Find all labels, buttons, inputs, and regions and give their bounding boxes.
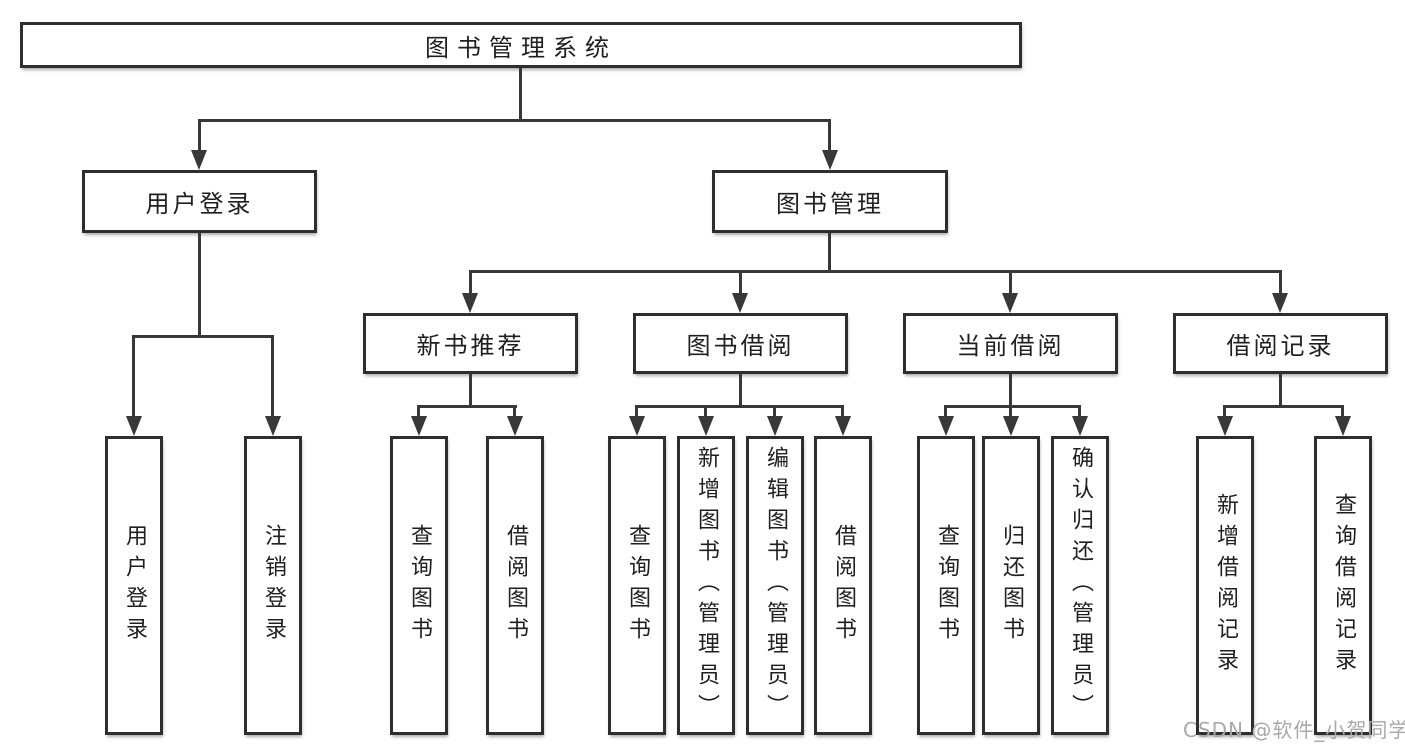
leaf-label: 归还图书 (999, 523, 1024, 648)
leaf-label: 查询图书 (407, 523, 432, 648)
arrow-down-icon (1003, 416, 1019, 436)
connector-line (469, 374, 472, 407)
arrow-down-icon (265, 416, 281, 436)
leaf-confirm-return-admin: 确认归还（管理员） (1051, 436, 1109, 735)
arrow-down-icon (629, 416, 645, 436)
leaf-label: 确认归还（管理员） (1068, 446, 1093, 725)
node-book-management: 图书管理 (712, 170, 948, 233)
connector-line (198, 119, 831, 122)
node-book-borrow: 图书借阅 (633, 313, 848, 374)
connector-line (704, 405, 707, 416)
leaf-query-books-recommend: 查询图书 (390, 436, 448, 735)
connector-line (739, 270, 742, 293)
leaf-query-books-borrow: 查询图书 (608, 436, 666, 735)
leaf-add-borrow-record: 新增借阅记录 (1196, 436, 1254, 735)
connector-line (944, 405, 947, 416)
connector-line (198, 233, 201, 337)
connector-line (944, 405, 1081, 408)
arrow-down-icon (411, 416, 427, 436)
leaf-borrow-books-recommend: 借阅图书 (486, 436, 544, 735)
node-current-borrow: 当前借阅 (903, 313, 1118, 374)
leaf-logout: 注销登录 (244, 436, 302, 735)
node-borrow-records: 借阅记录 (1173, 313, 1388, 374)
arrow-down-icon (732, 293, 748, 313)
node-new-book-recommend: 新书推荐 (363, 313, 578, 374)
leaf-query-borrow-record: 查询借阅记录 (1314, 436, 1372, 735)
leaf-label: 查询借阅记录 (1331, 492, 1356, 679)
arrow-down-icon (462, 293, 478, 313)
arrow-down-icon (1002, 293, 1018, 313)
connector-line (1009, 270, 1012, 293)
connector-line (841, 405, 844, 416)
connector-line (132, 335, 274, 338)
arrow-down-icon (835, 416, 851, 436)
leaf-borrow-books: 借阅图书 (814, 436, 872, 735)
leaf-edit-books-admin: 编辑图书（管理员） (746, 436, 804, 735)
arrow-down-icon (698, 416, 714, 436)
connector-line (739, 374, 742, 407)
connector-line (635, 405, 844, 408)
connector-line (1341, 405, 1344, 416)
connector-line (417, 405, 517, 408)
arrow-down-icon (126, 416, 142, 436)
connector-line (1279, 270, 1282, 293)
leaf-label: 查询图书 (625, 523, 650, 648)
connector-line (513, 405, 516, 416)
connector-line (1078, 405, 1081, 416)
arrow-down-icon (507, 416, 523, 436)
leaf-user-login: 用户登录 (105, 436, 163, 735)
node-user-login: 用户登录 (82, 170, 317, 233)
arrow-down-icon (1072, 416, 1088, 436)
leaf-label: 借阅图书 (831, 523, 856, 648)
connector-line (1009, 374, 1012, 407)
connector-line (1223, 405, 1344, 408)
leaf-return-books: 归还图书 (982, 436, 1040, 735)
leaf-label: 编辑图书（管理员） (763, 446, 788, 725)
connector-line (1009, 405, 1012, 416)
csdn-watermark: CSDN @软件_小贺同学 (1183, 718, 1405, 742)
connector-line (519, 68, 522, 120)
node-root: 图书管理系统 (20, 22, 1022, 68)
leaf-label: 注销登录 (261, 523, 286, 648)
leaf-label: 新增图书（管理员） (694, 446, 719, 725)
connector-line (1223, 405, 1226, 416)
arrow-down-icon (1217, 416, 1233, 436)
connector-line (828, 233, 831, 273)
connector-line (1279, 374, 1282, 407)
connector-line (417, 405, 420, 416)
arrow-down-icon (1272, 293, 1288, 313)
leaf-label: 借阅图书 (503, 523, 528, 648)
arrow-down-icon (938, 416, 954, 436)
leaf-label: 查询图书 (934, 523, 959, 648)
arrow-down-icon (1335, 416, 1351, 436)
arrow-down-icon (191, 150, 207, 170)
leaf-label: 用户登录 (122, 523, 147, 648)
leaf-query-books-current: 查询图书 (917, 436, 975, 735)
connector-line (635, 405, 638, 416)
connector-line (469, 270, 472, 293)
leaf-label: 新增借阅记录 (1213, 492, 1238, 679)
arrow-down-icon (767, 416, 783, 436)
connector-line (828, 119, 831, 150)
connector-line (773, 405, 776, 416)
connector-line (132, 335, 135, 416)
connector-line (271, 335, 274, 416)
connector-line (469, 270, 1282, 273)
connector-line (198, 119, 201, 150)
leaf-add-books-admin: 新增图书（管理员） (677, 436, 735, 735)
arrow-down-icon (822, 150, 838, 170)
